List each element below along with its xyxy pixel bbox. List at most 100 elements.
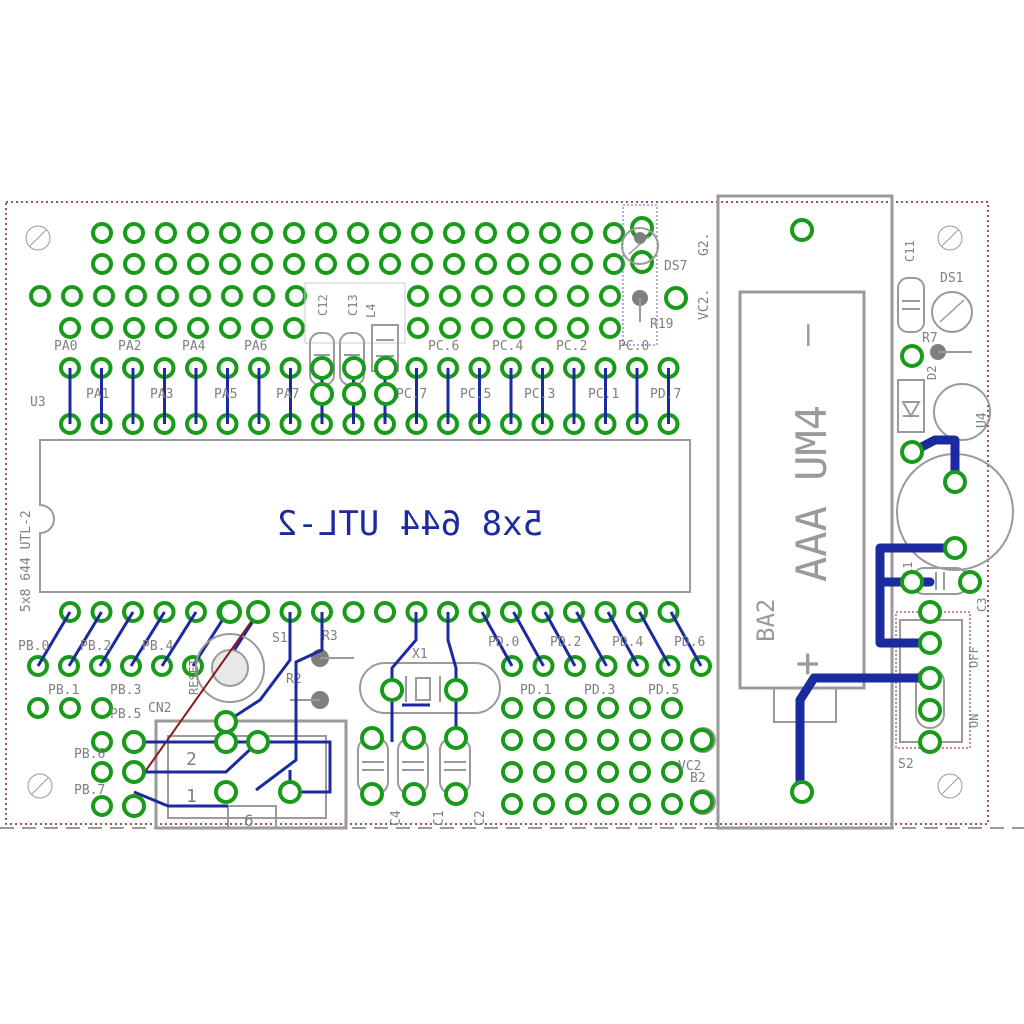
reset-switch-group: S1 RESET R3 R2 — [187, 629, 354, 709]
pad — [535, 317, 557, 339]
pad — [690, 728, 714, 752]
label-r3: R3 — [322, 629, 338, 644]
pad — [93, 285, 115, 307]
pad — [444, 782, 468, 806]
pad — [342, 601, 365, 623]
pad — [918, 698, 942, 722]
port-label: PD.4 — [612, 635, 643, 650]
pad — [790, 780, 814, 804]
label-off: OFF — [967, 646, 981, 668]
port-label: PB.2 — [80, 639, 111, 654]
power-pads-bottom: VC2 B2 — [678, 727, 716, 815]
port-label: PB.7 — [74, 783, 105, 798]
power-section: C11 DS1 R7 D2 U4 L1 C3 S2 OFF ON — [895, 240, 1014, 772]
ic-ref: U3 — [30, 395, 46, 410]
pad — [283, 317, 305, 339]
pad — [27, 697, 49, 719]
label-c11: C11 — [903, 240, 917, 262]
pad — [943, 470, 967, 494]
pad — [900, 440, 924, 464]
pad — [918, 666, 942, 690]
pad — [411, 253, 433, 275]
port-label: PB.4 — [142, 639, 173, 654]
port-label: PA1 — [86, 387, 109, 402]
port-label: PC.6 — [428, 339, 459, 354]
pad — [501, 697, 523, 719]
connector-traces — [133, 612, 458, 808]
pad — [214, 710, 238, 734]
pad — [283, 253, 305, 275]
mounting-holes — [25, 225, 963, 799]
board-outline — [5, 201, 989, 825]
pad — [539, 253, 561, 275]
port-label: PB.1 — [48, 683, 79, 698]
port-label: PA3 — [150, 387, 173, 402]
pad — [155, 222, 177, 244]
label-c3: C3 — [975, 598, 989, 612]
pad — [501, 761, 523, 783]
pad — [571, 222, 593, 244]
pad — [597, 761, 619, 783]
pad — [122, 730, 146, 754]
pad — [187, 222, 209, 244]
pad — [59, 317, 81, 339]
pin-trace — [36, 611, 72, 667]
pad — [503, 317, 525, 339]
label-c13: C13 — [346, 294, 360, 316]
port-label: PA0 — [54, 339, 77, 354]
port-label: PA6 — [244, 339, 267, 354]
battery-plus-sign: + — [784, 652, 830, 676]
label-vc2-bottom: VC2 — [678, 759, 701, 774]
led-ds1-outline — [931, 291, 973, 333]
pad — [629, 793, 651, 815]
pad — [123, 222, 145, 244]
pad — [567, 285, 589, 307]
port-label: PD.2 — [550, 635, 581, 650]
pad — [597, 793, 619, 815]
port-label: PB.6 — [74, 747, 105, 762]
switch-s1-outline — [195, 633, 265, 703]
ic-title: 5x8 644 UTL-2 — [277, 504, 543, 544]
pad — [690, 790, 714, 814]
pad — [629, 761, 651, 783]
pad — [501, 655, 523, 677]
board-side-label: 5x8 644 UTL-2 — [19, 510, 34, 612]
pad — [122, 794, 146, 818]
pad — [900, 570, 924, 594]
pad — [571, 253, 593, 275]
pin-trace — [512, 611, 545, 667]
pad — [91, 222, 113, 244]
port-label: PC.0 — [618, 339, 649, 354]
pad — [283, 222, 305, 244]
pad — [943, 536, 967, 560]
pad — [533, 729, 555, 751]
label-ba2: BA2 — [752, 599, 780, 642]
pad — [380, 678, 404, 702]
pad — [501, 793, 523, 815]
pad — [125, 285, 147, 307]
pad — [91, 795, 113, 817]
pad — [59, 697, 81, 719]
pad — [471, 317, 493, 339]
pad — [91, 253, 113, 275]
port-label: PB.5 — [110, 707, 141, 722]
pad — [374, 382, 398, 406]
pad — [91, 697, 113, 719]
label-b2-bottom: B2 — [690, 771, 706, 786]
pad — [535, 285, 557, 307]
diode-d2-body — [897, 379, 925, 433]
pad — [533, 793, 555, 815]
port-label: PC.3 — [524, 387, 555, 402]
pad — [443, 222, 465, 244]
pad — [533, 697, 555, 719]
port-label: PD.5 — [648, 683, 679, 698]
port-label: PA4 — [182, 339, 206, 354]
pad — [918, 730, 942, 754]
port-label: PA2 — [118, 339, 141, 354]
pad — [603, 222, 625, 244]
label-reset: RESET — [187, 659, 201, 695]
led-ds7-outline — [621, 227, 659, 265]
pad — [285, 285, 307, 307]
label-d2: D2 — [925, 366, 939, 380]
